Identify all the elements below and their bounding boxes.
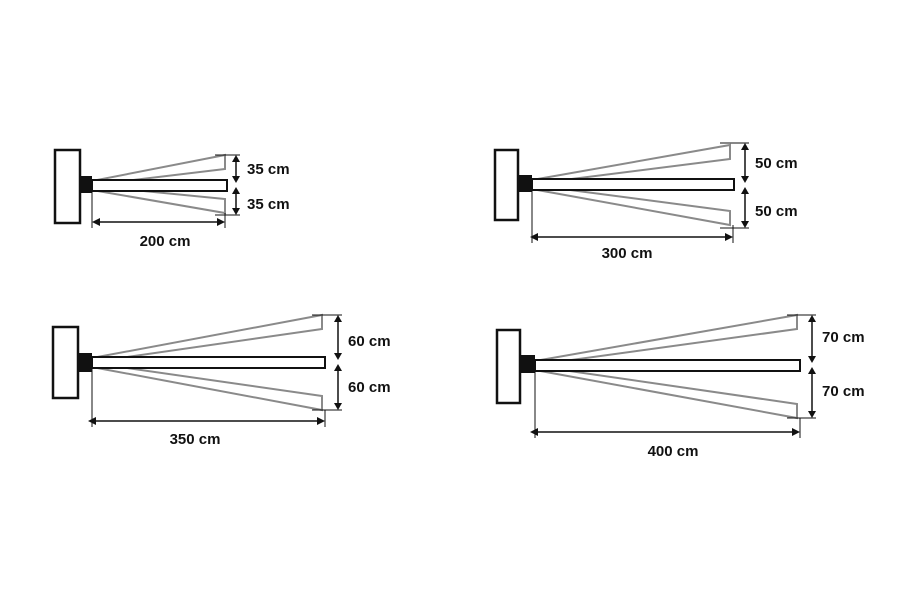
arrow-head-icon (92, 218, 100, 226)
diagram-2: 50 cm 50 cm 300 cm (493, 142, 798, 262)
arrow-head-icon (232, 187, 240, 194)
up-label: 60 cm (348, 333, 391, 350)
down-label: 35 cm (247, 196, 290, 213)
wall-block (53, 148, 82, 225)
down-label: 60 cm (348, 379, 391, 396)
swing-arm-up (91, 313, 323, 364)
arrow-head-icon (808, 356, 816, 363)
diagram-3: 60 cm 60 cm 350 cm (51, 313, 391, 448)
arrow-head-icon (808, 367, 816, 374)
wall-block (51, 325, 80, 400)
length-label: 300 cm (602, 245, 653, 262)
arrow-head-icon (88, 417, 96, 425)
arrow-head-icon (232, 155, 240, 162)
arrow-head-icon (741, 221, 749, 228)
arrow-head-icon (530, 233, 538, 241)
diagram-4: 70 cm 70 cm 400 cm (495, 313, 865, 460)
arrow-head-icon (808, 411, 816, 418)
mount-bracket (518, 175, 532, 192)
mount-bracket (78, 353, 92, 372)
swing-arm-up (534, 313, 798, 367)
arm-center (534, 359, 801, 372)
down-label: 70 cm (822, 383, 865, 400)
arm-center (91, 356, 326, 369)
arrow-head-icon (725, 233, 733, 241)
arrow-head-icon (334, 353, 342, 360)
mount-bracket (520, 355, 535, 373)
swing-arm-down (91, 361, 323, 412)
arm-center (531, 178, 735, 191)
arrow-head-icon (334, 315, 342, 322)
wall-block (495, 328, 522, 405)
length-label: 200 cm (140, 233, 191, 250)
arrow-head-icon (741, 187, 749, 194)
arrow-head-icon (317, 417, 325, 425)
arrow-head-icon (808, 315, 816, 322)
arm-center (91, 179, 228, 192)
up-label: 50 cm (755, 155, 798, 172)
arrow-head-icon (334, 364, 342, 371)
length-label: 400 cm (648, 443, 699, 460)
arrow-head-icon (530, 428, 538, 436)
wall-block (493, 148, 520, 222)
length-label: 350 cm (170, 431, 221, 448)
up-label: 70 cm (822, 329, 865, 346)
arrow-head-icon (232, 176, 240, 183)
arrow-head-icon (741, 143, 749, 150)
down-label: 50 cm (755, 203, 798, 220)
diagram-1: 35 cm 35 cm 200 cm (53, 148, 290, 250)
arrow-head-icon (232, 208, 240, 215)
arrow-head-icon (217, 218, 225, 226)
arrow-head-icon (792, 428, 800, 436)
up-label: 35 cm (247, 161, 290, 178)
mount-bracket (80, 176, 92, 193)
swing-arm-down (534, 364, 798, 420)
arrow-head-icon (741, 176, 749, 183)
arrow-head-icon (334, 403, 342, 410)
